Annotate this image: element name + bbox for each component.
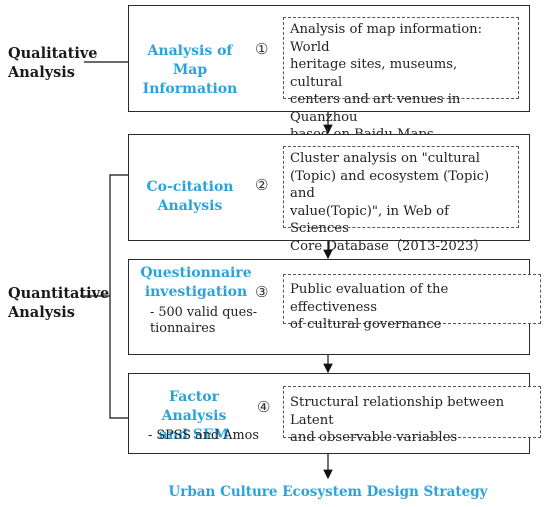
step1-description-box: Analysis of map information: World herit… [283,17,519,142]
step2-description: Cluster analysis on "cultural (Topic) an… [290,151,490,254]
step2-description-box: Cluster analysis on "cultural (Topic) an… [283,146,519,254]
step4-description-box: Structural relationship between Latent a… [283,386,541,445]
qualitative-label: Qualitative Analysis [8,45,98,81]
step3-description: Public evaluation of the effectiveness o… [290,282,449,332]
step3-note: - 500 valid ques- tionnaires [150,305,258,336]
step1-number: ① [255,40,269,58]
step1-title: Analysis of Map Information [142,43,238,97]
step4-number: ④ [257,398,271,416]
step4-note: - SPSS and Amos [148,428,259,443]
final-output-label: Urban Culture Ecosystem Design Strategy [168,484,488,500]
step1-description: Analysis of map information: World herit… [290,22,483,142]
quantitative-label: Quantitative Analysis [8,285,110,321]
step3-number: ③ [255,283,269,301]
step4-title: Factor Analysis and SEM [158,389,230,443]
step2-title: Co-citation Analysis [146,179,234,214]
step2-number: ② [255,176,269,194]
step3-description-box: Public evaluation of the effectiveness o… [283,274,541,332]
quantitative-bracket [109,174,128,419]
step3-title: Questionnaire investigation [140,265,252,300]
step4-description: Structural relationship between Latent a… [290,395,505,445]
